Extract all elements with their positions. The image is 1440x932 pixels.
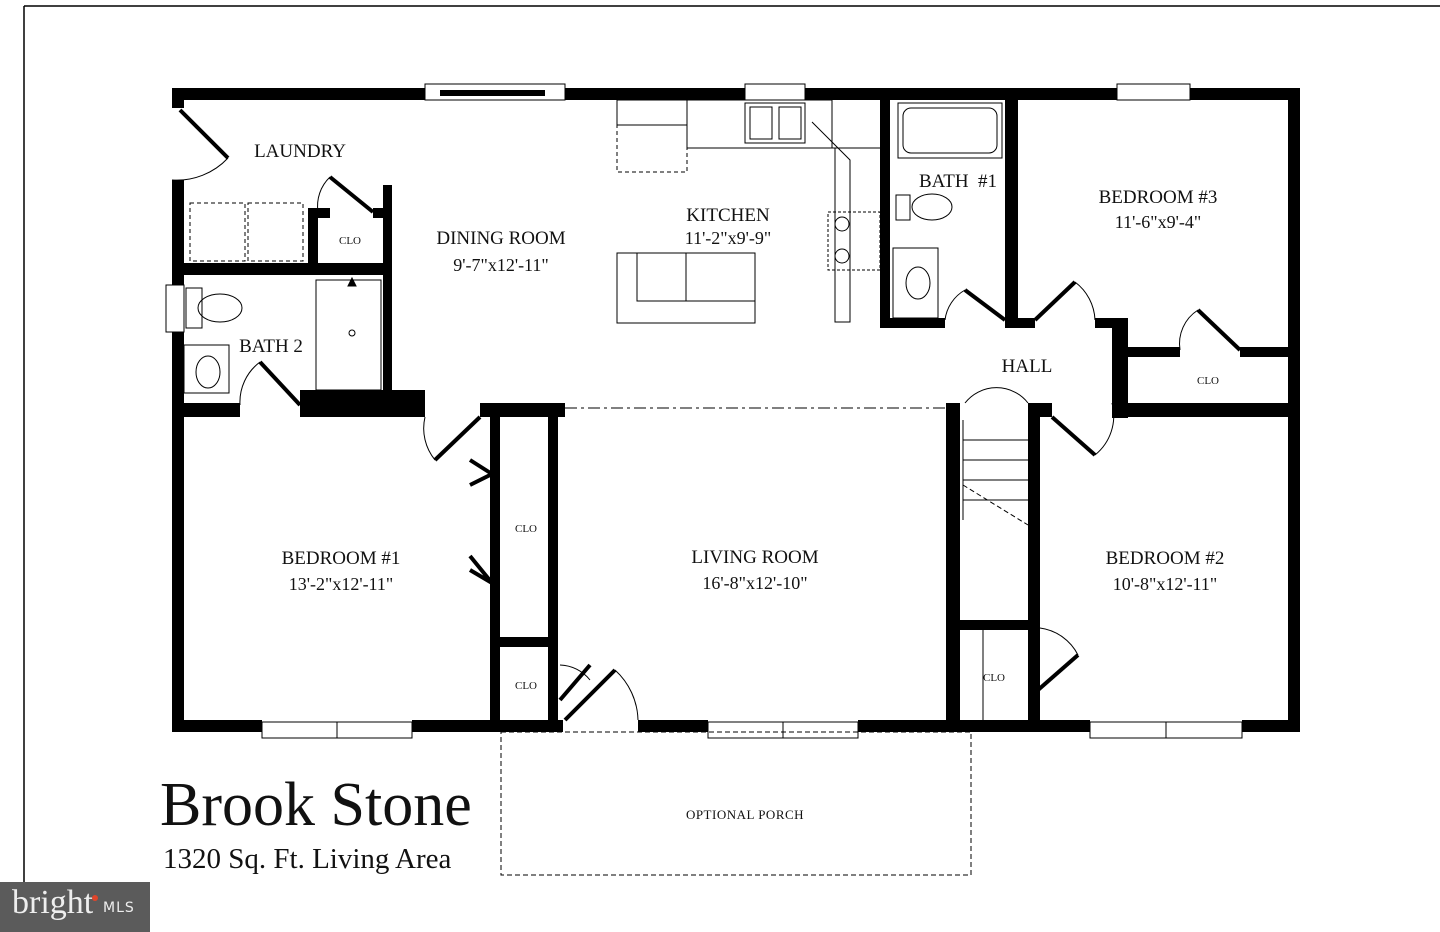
room-dims-living: 16'-8"x12'-10" [702,573,807,593]
room-label-living: LIVING ROOM [691,547,818,568]
closet-label: CLO [983,672,1005,684]
room-label-bath2: BATH 2 [239,336,303,357]
bright-mls-logo: bright MLS [0,882,150,932]
closet-label: CLO [515,523,537,535]
room-labels: LAUNDRY CLO DINING ROOM 9'-7"x12'-11" KI… [239,141,1224,822]
walls [172,88,1300,732]
room-dims-kitchen: 11'-2"x9'-9" [685,228,772,248]
room-label-hall: HALL [1002,356,1053,377]
doors[interactable] [171,108,1242,722]
room-label-kitchen: KITCHEN [686,205,770,226]
frame-border [23,5,1440,882]
plan-subtitle: 1320 Sq. Ft. Living Area [163,843,452,875]
room-label-bedroom1: BEDROOM #1 [282,548,401,569]
room-dims-bedroom2: 10'-8"x12'-11" [1113,574,1218,594]
closet-label: CLO [339,235,361,247]
room-label-laundry: LAUNDRY [254,141,346,162]
logo-brand: bright [12,884,94,921]
room-label-bath1: BATH #1 [919,171,997,192]
plan-title: Brook Stone [160,771,472,839]
logo-suffix: MLS [103,900,135,916]
room-label-bedroom3: BEDROOM #3 [1099,187,1218,208]
fixtures [183,99,1029,876]
room-dims-bedroom1: 13'-2"x12'-11" [289,574,394,594]
room-dims-dining: 9'-7"x12'-11" [453,255,549,275]
room-label-porch: OPTIONAL PORCH [686,807,804,822]
room-label-dining: DINING ROOM [436,228,565,249]
room-label-bedroom2: BEDROOM #2 [1106,548,1225,569]
logo-dot-icon [92,895,98,901]
room-dims-bedroom3: 11'-6"x9'-4" [1115,212,1202,232]
closet-label: CLO [1197,375,1219,387]
closet-label: CLO [515,680,537,692]
